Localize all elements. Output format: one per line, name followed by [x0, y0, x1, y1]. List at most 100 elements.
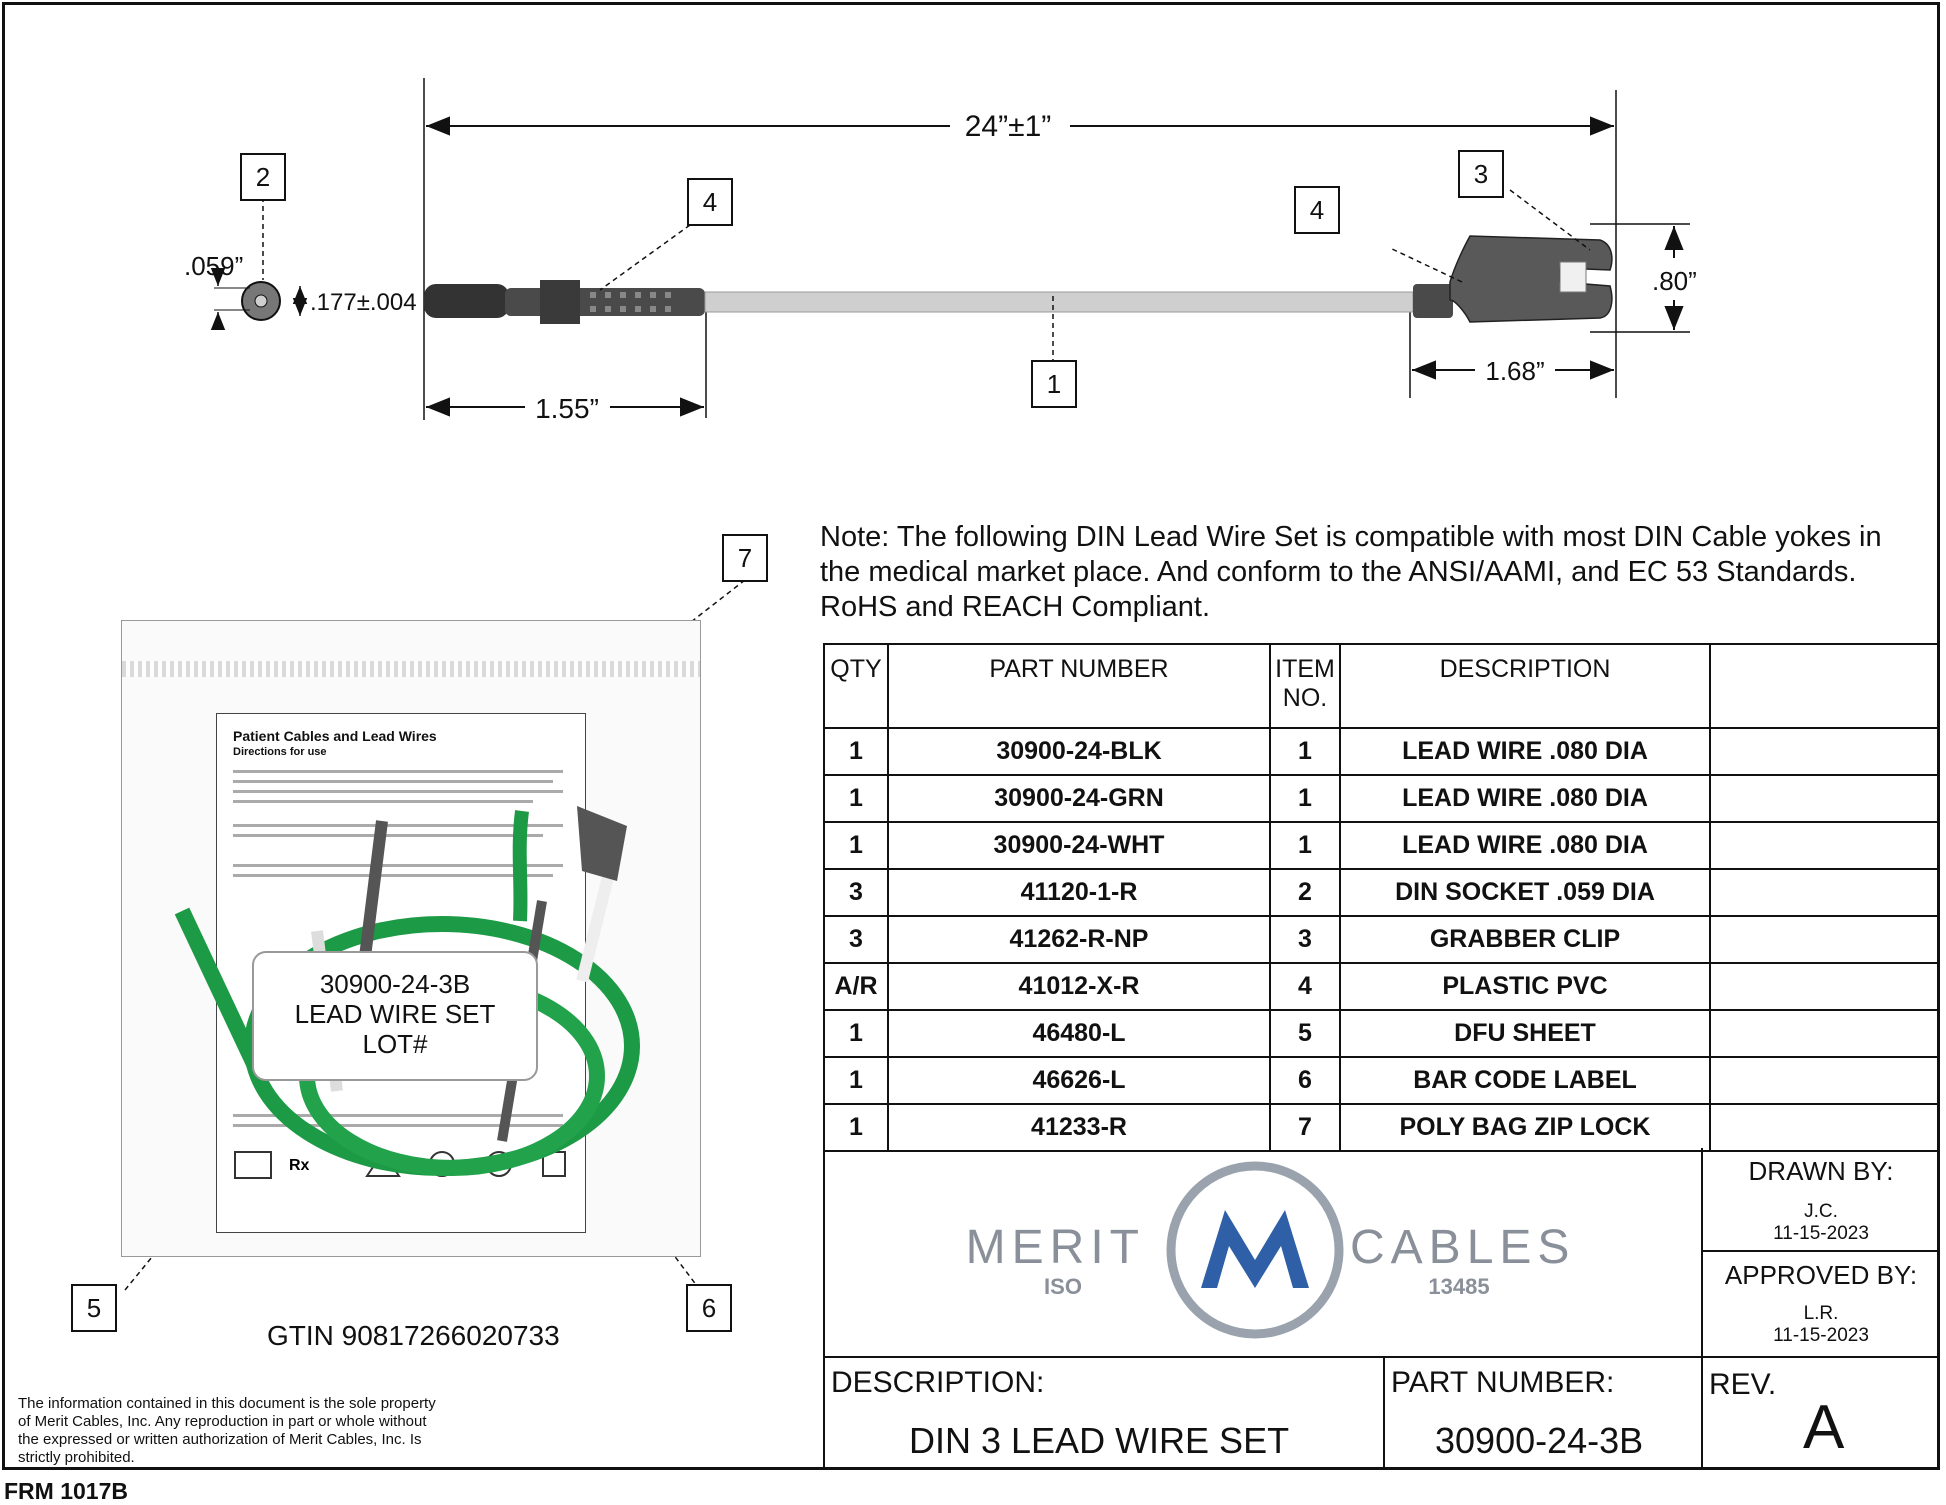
bom-item: 4 — [1269, 962, 1341, 1011]
bom-blank — [1709, 868, 1939, 917]
revision: A — [1803, 1393, 1845, 1462]
svg-text:Rx: Rx — [289, 1157, 310, 1174]
bom-part: 41233-R — [887, 1103, 1271, 1152]
bom-qty: A/R — [823, 962, 889, 1011]
bom-blank — [1709, 727, 1939, 776]
grabber-clip — [1413, 235, 1613, 323]
bom-blank — [1709, 915, 1939, 964]
bom-item: 1 — [1269, 727, 1341, 776]
bom-item: 1 — [1269, 821, 1341, 870]
title-part-number: 30900-24-3B — [1435, 1420, 1644, 1461]
bom-desc: PLASTIC PVC — [1339, 962, 1711, 1011]
logo-merit: MERIT — [966, 1221, 1145, 1274]
bom-qty: 1 — [823, 1103, 889, 1152]
bom-item: 2 — [1269, 868, 1341, 917]
bom-qty: 1 — [823, 727, 889, 776]
description-cell: DESCRIPTION: DIN 3 LEAD WIRE SET — [825, 1358, 1385, 1468]
compatibility-note: Note: The following DIN Lead Wire Set is… — [820, 521, 1882, 623]
bom-desc: DIN SOCKET .059 DIA — [1339, 868, 1711, 917]
title-block: MERIT CABLES ISO 13485 DRAWN BY: J.C. 11… — [823, 1148, 1939, 1470]
approved-by: L.R. — [1803, 1303, 1839, 1324]
bom-item: 1 — [1269, 774, 1341, 823]
bom-item: 7 — [1269, 1103, 1341, 1152]
dfu-title: Patient Cables and Lead Wires — [233, 728, 437, 744]
logo-m — [1201, 1210, 1309, 1288]
part-number-cell: PART NUMBER: 30900-24-3B — [1385, 1358, 1703, 1468]
bom-desc: LEAD WIRE .080 DIA — [1339, 774, 1711, 823]
socket-hole-label: .059” — [184, 251, 243, 281]
bom-desc: GRABBER CLIP — [1339, 915, 1711, 964]
revision-cell: REV. A — [1709, 1368, 1845, 1462]
zip-lock — [122, 661, 700, 677]
clip-height-label: .80” — [1652, 266, 1697, 296]
title-description: DIN 3 LEAD WIRE SET — [909, 1420, 1290, 1461]
bom-part: 46480-L — [887, 1009, 1271, 1058]
bom-part: 41120-1-R — [887, 868, 1271, 917]
bom-desc: LEAD WIRE .080 DIA — [1339, 821, 1711, 870]
bom-blank — [1709, 1009, 1939, 1058]
bom-blank — [1709, 962, 1939, 1011]
proprietary-notice: The information contained in this docume… — [18, 1395, 436, 1466]
logo-area: MERIT CABLES ISO 13485 — [825, 1148, 1703, 1358]
plug-length-label: 1.55” — [535, 393, 599, 424]
bom-part: 30900-24-WHT — [887, 821, 1271, 870]
bom-desc: LEAD WIRE .080 DIA — [1339, 727, 1711, 776]
bom-desc: POLY BAG ZIP LOCK — [1339, 1103, 1711, 1152]
header-description: DESCRIPTION — [1339, 643, 1711, 729]
drawn-date: 11-15-2023 — [1773, 1223, 1869, 1244]
lead-wire-coils — [174, 806, 640, 1176]
bom-blank — [1709, 1103, 1939, 1152]
callout-3: 3 — [1458, 150, 1504, 198]
logo-iso: ISO — [1044, 1274, 1082, 1299]
lead-wire — [704, 291, 1414, 313]
header-part-number: PART NUMBER — [887, 643, 1271, 729]
logo-iso-number: 13485 — [1428, 1274, 1489, 1299]
bom-part: 41262-R-NP — [887, 915, 1271, 964]
label-lot: LOT# — [362, 1029, 428, 1059]
form-id: FRM 1017B — [4, 1478, 128, 1504]
bom-part: 46626-L — [887, 1056, 1271, 1105]
din-plug — [424, 280, 705, 324]
callout-5: 5 — [71, 1284, 117, 1332]
callout-1: 1 — [1031, 360, 1077, 408]
dfu-subtitle: Directions for use — [233, 746, 327, 758]
callout-4-clip: 4 — [1294, 186, 1340, 234]
header-qty: QTY — [823, 643, 889, 729]
clip-length-label: 1.68” — [1485, 356, 1544, 386]
drawn-by-cell: DRAWN BY: J.C. 11-15-2023 — [1703, 1148, 1939, 1252]
overall-length-label: 24”±1” — [965, 110, 1052, 143]
bom-desc: BAR CODE LABEL — [1339, 1056, 1711, 1105]
approved-date: 11-15-2023 — [1773, 1325, 1869, 1346]
label-part-number: 30900-24-3B — [319, 969, 471, 999]
socket-dia-label: .177±.004 — [310, 289, 417, 316]
bom-item: 5 — [1269, 1009, 1341, 1058]
bom-blank — [1709, 774, 1939, 823]
logo-ring — [1166, 1161, 1344, 1339]
poly-bag: Patient Cables and Lead Wires Directions… — [121, 620, 701, 1257]
bom-qty: 1 — [823, 1009, 889, 1058]
bom-qty: 3 — [823, 915, 889, 964]
bom-desc: DFU SHEET — [1339, 1009, 1711, 1058]
callout-6: 6 — [686, 1284, 732, 1332]
callout-4-plug: 4 — [687, 178, 733, 226]
drawn-by: J.C. — [1804, 1201, 1838, 1222]
bom-item: 6 — [1269, 1056, 1341, 1105]
gtin-number: GTIN 90817266020733 — [267, 1320, 560, 1351]
label-description: LEAD WIRE SET — [294, 999, 496, 1029]
bom-qty: 1 — [823, 774, 889, 823]
merit-cables-logo: MERIT CABLES ISO 13485 — [966, 1161, 1569, 1339]
bom-blank — [1709, 821, 1939, 870]
bom-qty: 1 — [823, 1056, 889, 1105]
bom-part: 41012-X-R — [887, 962, 1271, 1011]
bom-qty: 3 — [823, 868, 889, 917]
callout-2: 2 — [240, 153, 286, 201]
